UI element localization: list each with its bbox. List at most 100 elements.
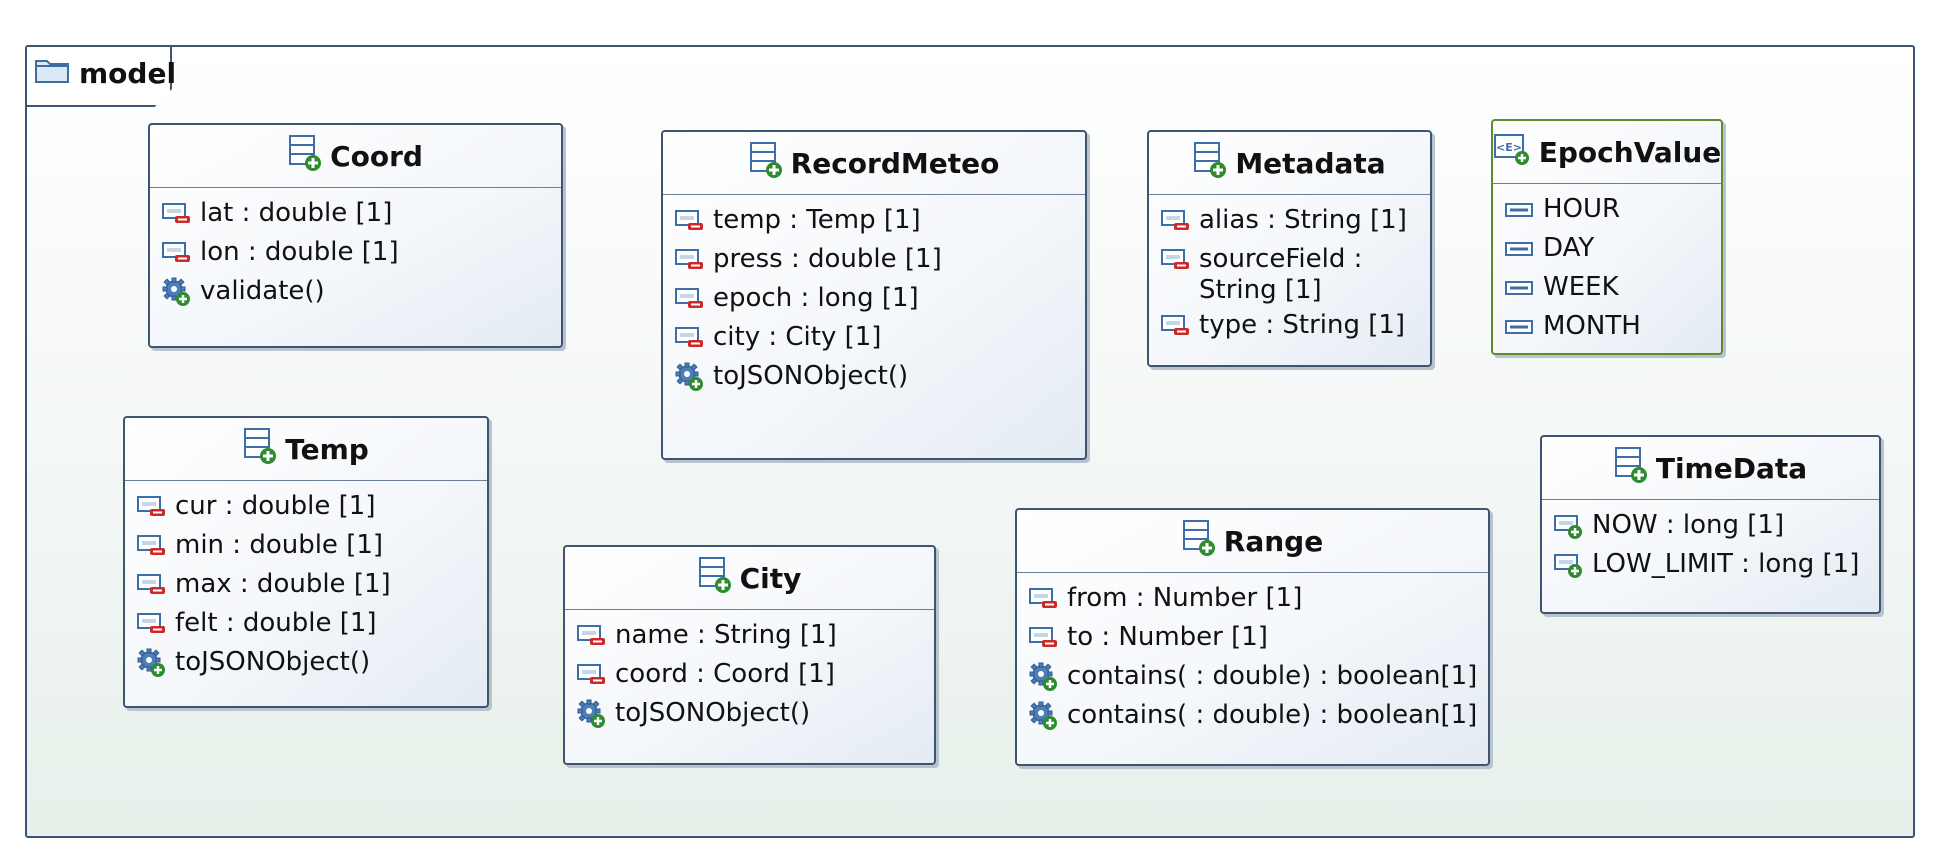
operation-icon — [1029, 657, 1059, 696]
attribute-row[interactable]: lon : double [1] — [162, 233, 561, 272]
class-header: Metadata — [1149, 132, 1430, 195]
enum-literals: HOUR DAY WEEK MONTH — [1493, 184, 1721, 346]
class-icon — [749, 141, 783, 186]
operation-row[interactable]: contains( : double) : boolean[1] — [1029, 696, 1488, 735]
attribute-public-icon — [1554, 506, 1584, 545]
attribute-private-icon — [577, 655, 607, 694]
attribute-row[interactable]: name : String [1] — [577, 616, 934, 655]
member-text: toJSONObject() — [713, 361, 909, 391]
attribute-row[interactable]: coord : Coord [1] — [577, 655, 934, 694]
attribute-private-icon — [675, 201, 705, 240]
class-header: <E> EpochValue — [1493, 121, 1721, 184]
attribute-row[interactable]: sourceField : String [1] — [1161, 240, 1430, 306]
attribute-row[interactable]: cur : double [1] — [137, 487, 487, 526]
enumeration-icon: <E> — [1493, 132, 1531, 173]
enum-epochvalue[interactable]: <E> EpochValue HOUR DAY WEEK MONTH — [1491, 119, 1723, 355]
class-recordmeteo[interactable]: RecordMeteo temp : Temp [1] press : doubl… — [661, 130, 1087, 460]
enum-literal-icon — [1505, 190, 1535, 229]
class-members: NOW : long [1] LOW_LIMIT : long [1] — [1542, 500, 1879, 584]
member-text: LOW_LIMIT : long [1] — [1592, 549, 1860, 579]
attribute-private-icon — [137, 487, 167, 526]
attribute-row[interactable]: LOW_LIMIT : long [1] — [1554, 545, 1879, 584]
operation-row[interactable]: contains( : double) : boolean[1] — [1029, 657, 1488, 696]
attribute-private-icon — [1161, 306, 1191, 345]
member-text: validate() — [200, 276, 325, 306]
attribute-private-icon — [162, 233, 192, 272]
attribute-row[interactable]: NOW : long [1] — [1554, 506, 1879, 545]
attribute-row[interactable]: alias : String [1] — [1161, 201, 1430, 240]
attribute-row[interactable]: epoch : long [1] — [675, 279, 1085, 318]
class-metadata[interactable]: Metadata alias : String [1] sourceField :… — [1147, 130, 1432, 367]
class-name: RecordMeteo — [790, 146, 1000, 180]
operation-icon — [577, 694, 607, 733]
class-city[interactable]: City name : String [1] coord : Coord [1] t… — [563, 545, 936, 765]
member-text: WEEK — [1543, 272, 1619, 302]
attribute-row[interactable]: min : double [1] — [137, 526, 487, 565]
enum-literal-icon — [1505, 229, 1535, 268]
member-text: contains( : double) : boolean[1] — [1067, 700, 1478, 730]
class-members: alias : String [1] sourceField : String [… — [1149, 195, 1430, 345]
attribute-private-icon — [1029, 579, 1059, 618]
operation-row[interactable]: toJSONObject() — [675, 357, 1085, 396]
member-text: name : String [1] — [615, 620, 837, 650]
member-text: temp : Temp [1] — [713, 205, 921, 235]
attribute-row[interactable]: type : String [1] — [1161, 306, 1430, 345]
member-text: contains( : double) : boolean[1] — [1067, 661, 1478, 691]
attribute-private-icon — [675, 279, 705, 318]
member-text: sourceField : String [1] — [1199, 244, 1363, 305]
member-text: epoch : long [1] — [713, 283, 919, 313]
operation-row[interactable]: validate() — [162, 272, 561, 311]
class-icon — [1182, 519, 1216, 564]
operation-icon — [675, 357, 705, 396]
class-icon — [288, 134, 322, 179]
class-name: Temp — [285, 432, 369, 466]
class-icon — [1193, 141, 1227, 186]
attribute-public-icon — [1554, 545, 1584, 584]
member-text: from : Number [1] — [1067, 583, 1303, 613]
class-header: City — [565, 547, 934, 610]
member-text: felt : double [1] — [175, 608, 377, 638]
attribute-row[interactable]: from : Number [1] — [1029, 579, 1488, 618]
enum-literal-row[interactable]: HOUR — [1505, 190, 1721, 229]
enum-literal-icon — [1505, 307, 1535, 346]
attribute-row[interactable]: max : double [1] — [137, 565, 487, 604]
class-name: Metadata — [1235, 146, 1386, 180]
member-text: toJSONObject() — [175, 647, 371, 677]
class-temp[interactable]: Temp cur : double [1] min : double [1] max… — [123, 416, 489, 708]
attribute-row[interactable]: city : City [1] — [675, 318, 1085, 357]
enum-literal-row[interactable]: DAY — [1505, 229, 1721, 268]
member-text: lat : double [1] — [200, 198, 393, 228]
operation-icon — [137, 643, 167, 682]
member-text: min : double [1] — [175, 530, 384, 560]
member-text: cur : double [1] — [175, 491, 376, 521]
enum-literal-row[interactable]: WEEK — [1505, 268, 1721, 307]
member-text: max : double [1] — [175, 569, 391, 599]
class-range[interactable]: Range from : Number [1] to : Number [1] co… — [1015, 508, 1490, 766]
attribute-row[interactable]: temp : Temp [1] — [675, 201, 1085, 240]
attribute-private-icon — [137, 565, 167, 604]
class-header: Coord — [150, 125, 561, 188]
class-timedata[interactable]: TimeData NOW : long [1] LOW_LIMIT : long … — [1540, 435, 1881, 614]
attribute-private-icon — [137, 604, 167, 643]
class-icon — [243, 427, 277, 472]
class-header: RecordMeteo — [663, 132, 1085, 195]
package-name: model — [79, 57, 177, 90]
attribute-row[interactable]: press : double [1] — [675, 240, 1085, 279]
class-name: City — [739, 561, 802, 595]
enum-literal-icon — [1505, 268, 1535, 307]
attribute-row[interactable]: to : Number [1] — [1029, 618, 1488, 657]
attribute-row[interactable]: lat : double [1] — [162, 194, 561, 233]
class-header: Range — [1017, 510, 1488, 573]
class-coord[interactable]: Coord lat : double [1] lon : double [1] va… — [148, 123, 563, 348]
class-icon — [1614, 446, 1648, 491]
package-header: model — [35, 57, 176, 90]
member-text: coord : Coord [1] — [615, 659, 835, 689]
operation-row[interactable]: toJSONObject() — [137, 643, 487, 682]
attribute-row[interactable]: felt : double [1] — [137, 604, 487, 643]
enum-literal-row[interactable]: MONTH — [1505, 307, 1721, 346]
operation-row[interactable]: toJSONObject() — [577, 694, 934, 733]
folder-icon — [35, 57, 69, 90]
member-text: city : City [1] — [713, 322, 882, 352]
class-header: TimeData — [1542, 437, 1879, 500]
member-text: DAY — [1543, 233, 1595, 263]
